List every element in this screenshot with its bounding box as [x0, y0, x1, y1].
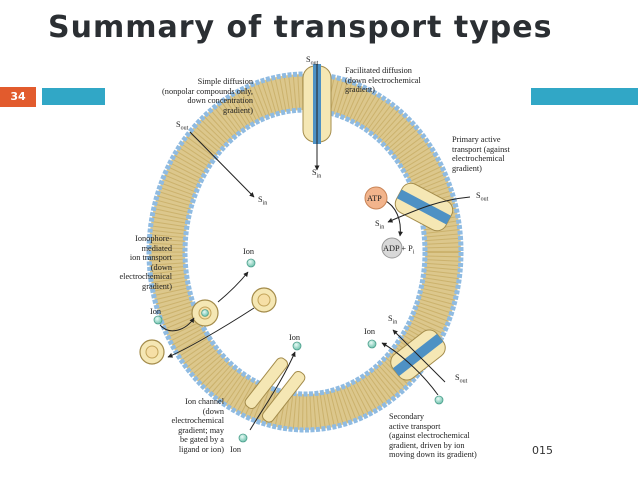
- simple-diffusion-arrow: [189, 131, 255, 198]
- ion-channel-in: [292, 341, 302, 351]
- s-in-primary: Sin: [375, 219, 385, 231]
- adp-molecule: [381, 237, 403, 259]
- accent-bar-right: [531, 88, 638, 105]
- ion-channel-label: Ion channel (down electrochemical gradie…: [171, 397, 224, 454]
- ion-label-ionophore-inner: Ion: [243, 247, 255, 256]
- adp-label: ADP + Pi: [383, 244, 415, 256]
- ion-label-channel-top: Ion: [289, 333, 301, 342]
- s-out-secondary: Sout: [455, 373, 468, 385]
- ionophore-right: [251, 287, 277, 313]
- ion-label-channel-bottom: Ion: [230, 445, 242, 454]
- secondary-active-label: Secondary active transport (against elec…: [389, 412, 477, 460]
- ion-secondary-out: [434, 395, 444, 405]
- facilitated-diffusion-label: Facilitated diffusion (down electrochemi…: [345, 66, 421, 95]
- slide-number: 34: [0, 87, 36, 107]
- s-in-simple: Sin: [258, 195, 268, 207]
- ion-ionophore-outer: [153, 315, 163, 325]
- ionophore-lower: [139, 339, 165, 365]
- ion-label-ionophore-outer: Ion: [150, 307, 162, 316]
- slide-footer: 015: [532, 444, 553, 457]
- s-in-facilitated: Sin: [312, 168, 322, 180]
- ion-label-secondary: Ion: [364, 327, 376, 336]
- atp-label: ATP: [367, 194, 382, 203]
- s-out-primary: Sout: [476, 191, 489, 203]
- s-in-secondary: Sin: [388, 314, 398, 326]
- s-out-simple: Sout: [176, 120, 189, 132]
- accent-bar-left: [42, 88, 105, 105]
- s-out-facilitated: Sout: [306, 55, 319, 67]
- ion-secondary-in: [367, 339, 377, 349]
- ion-ionophore-inner: [246, 258, 256, 268]
- primary-active-label: Primary active transport (against electr…: [452, 135, 510, 173]
- ion-channel-protein: [244, 357, 306, 423]
- ion-channel-out: [238, 433, 248, 443]
- facilitated-diffusion-protein: [302, 64, 332, 171]
- simple-diffusion-label: Simple diffusion (nonpolar compounds onl…: [162, 77, 253, 115]
- ionophore-label: Ionophore- mediated ion transport (down …: [119, 234, 172, 291]
- atp-molecule: [364, 186, 388, 210]
- ionophore-upper: [191, 299, 219, 327]
- slide-title: Summary of transport types: [48, 10, 553, 45]
